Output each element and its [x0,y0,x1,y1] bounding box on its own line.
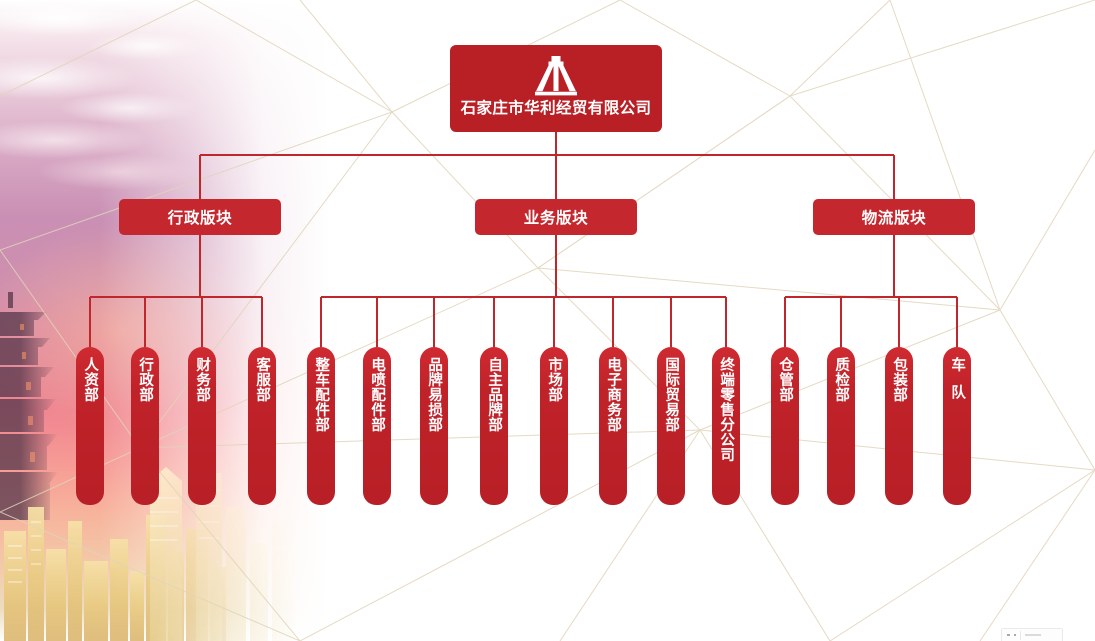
dept-node-caiwu[interactable]: 财务部 [188,347,216,505]
dept-label: 整车配件部 [313,357,330,432]
section-node-logistics[interactable]: 物流版块 [813,199,975,235]
dept-node-guoji-maoyi[interactable]: 国际贸易部 [657,347,685,505]
dept-node-dianzi-shangwu[interactable]: 电子商务部 [599,347,627,505]
dept-node-zhijian[interactable]: 质检部 [827,347,855,505]
dept-node-renzi[interactable]: 人资部 [76,347,104,505]
dept-label: 行政部 [137,357,154,402]
root-company-name: 石家庄市华利经贸有限公司 [460,99,652,117]
root-node-company[interactable]: 石家庄市华利经贸有限公司 [450,45,662,132]
section-node-business[interactable]: 业务版块 [475,199,637,235]
dept-node-cangguan[interactable]: 仓管部 [771,347,799,505]
dept-node-baozhuang[interactable]: 包装部 [885,347,913,505]
section-node-admin[interactable]: 行政版块 [119,199,281,235]
corner-toolbar-remnant[interactable] [1001,628,1063,641]
dept-node-xingzheng[interactable]: 行政部 [131,347,159,505]
huali-gate-logo-icon [535,56,577,96]
dept-label: 品牌易损部 [426,357,443,432]
dept-label: 电子商务部 [605,357,622,432]
dept-label: 终端零售分公司 [718,357,735,462]
dept-node-shichang[interactable]: 市场部 [540,347,568,505]
dept-node-kefu[interactable]: 客服部 [248,347,276,505]
dept-label: 财务部 [194,357,211,402]
toolbar-dot-icon [1013,633,1016,637]
toolbar-bar-icon [1025,634,1041,636]
toolbar-dot-icon [1007,633,1010,637]
dept-label: 质检部 [833,357,850,402]
dept-label: 市场部 [546,357,563,402]
dept-node-cheudui[interactable]: 车队 [943,347,971,505]
toolbar-divider [1020,630,1021,640]
dept-label: 仓管部 [777,357,794,402]
dept-node-zizhu-pinpai[interactable]: 自主品牌部 [480,347,508,505]
dept-label: 客服部 [254,357,271,402]
dept-node-dianpen-peijian[interactable]: 电喷配件部 [363,347,391,505]
dept-label: 自主品牌部 [486,357,503,432]
dept-label: 包装部 [891,357,908,402]
dept-label: 国际贸易部 [663,357,680,432]
background-sunset-photo [0,0,330,641]
dept-label: 人资部 [82,357,99,402]
dept-node-zhengche-peijian[interactable]: 整车配件部 [307,347,335,505]
dept-node-zhongduan-lingshou[interactable]: 终端零售分公司 [712,347,740,505]
pagoda-silhouette-icon [0,292,58,520]
dept-label: 电喷配件部 [369,357,386,432]
dept-label: 车队 [949,357,966,412]
dept-node-pinpai-yisun[interactable]: 品牌易损部 [420,347,448,505]
